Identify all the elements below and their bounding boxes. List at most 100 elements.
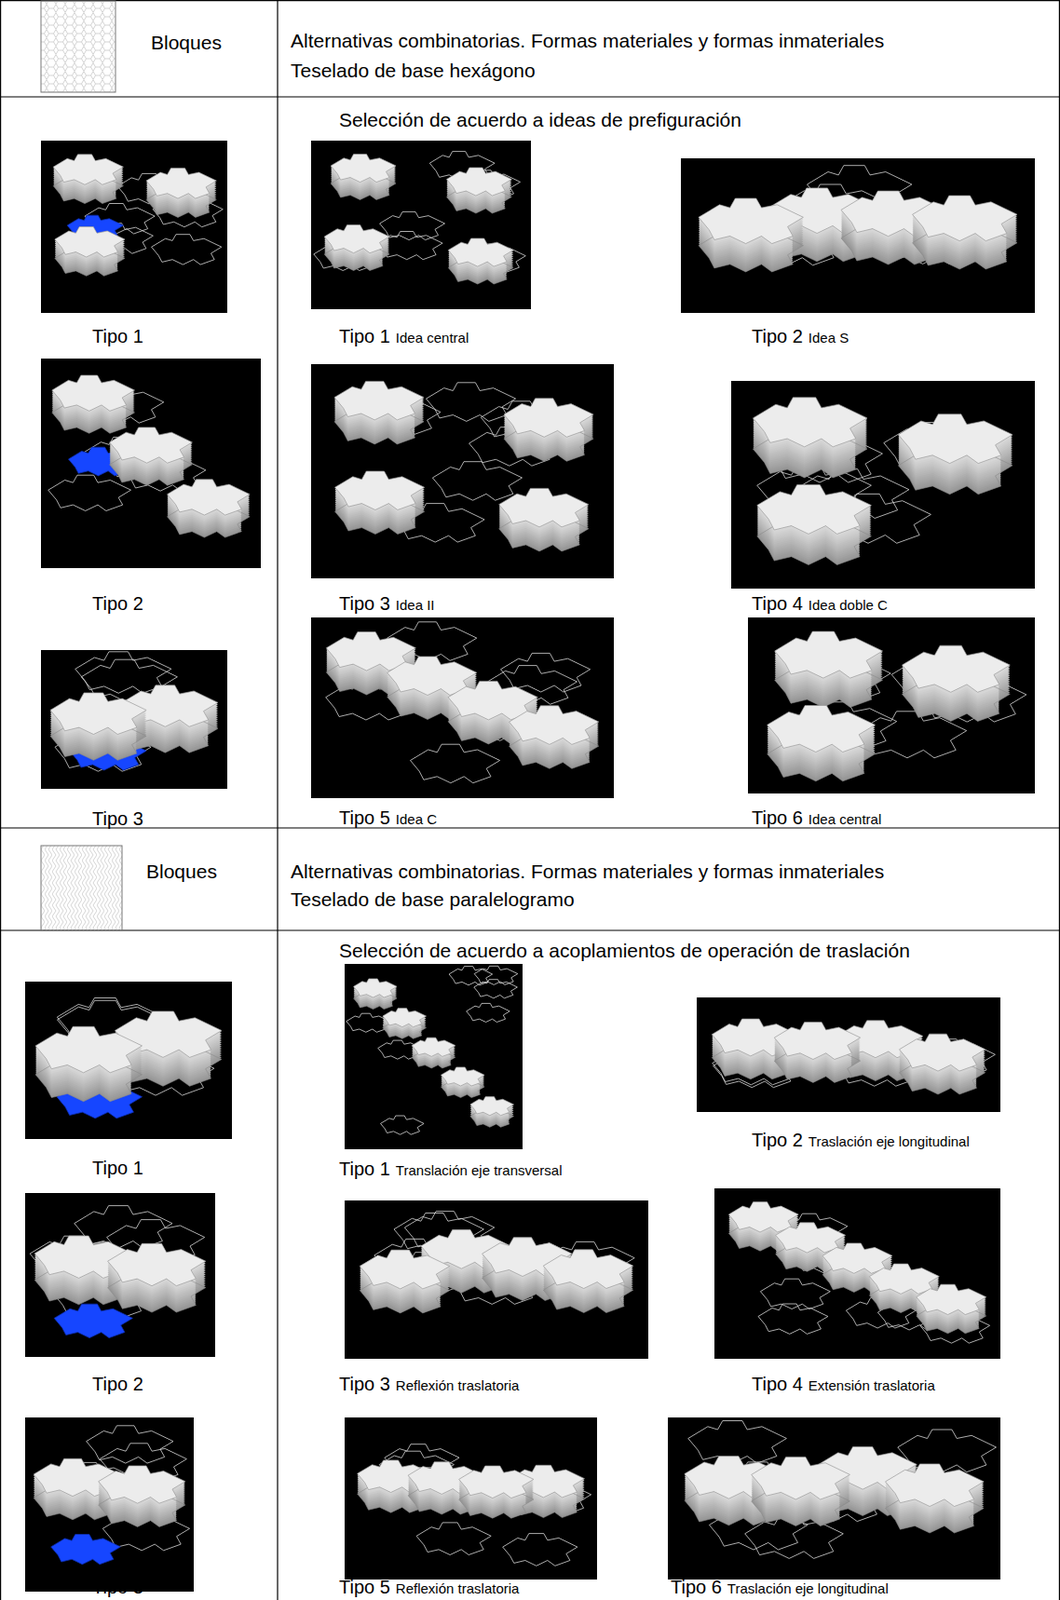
caption: Tipo 3 bbox=[92, 1576, 144, 1599]
block-shape bbox=[35, 1026, 142, 1074]
block-render bbox=[714, 1188, 1001, 1359]
block-shape bbox=[885, 1464, 985, 1508]
block-shape bbox=[448, 966, 493, 986]
caption: Alternativas combinatorias. Formas mater… bbox=[290, 860, 884, 884]
type-label: Tipo 4 bbox=[751, 1373, 803, 1396]
idea-label: Reflexión traslatoria bbox=[395, 1377, 520, 1394]
type-label: Tipo 1 bbox=[92, 1157, 144, 1180]
block-illustration bbox=[40, 650, 228, 789]
pattern-swatch bbox=[40, 845, 123, 931]
block-shape bbox=[330, 154, 396, 183]
header-text: Selección de acuerdo a ideas de prefigur… bbox=[339, 108, 742, 132]
block-render bbox=[25, 981, 232, 1140]
block-shape bbox=[51, 1535, 122, 1565]
block-render bbox=[25, 1193, 216, 1358]
block-illustration bbox=[680, 158, 1035, 313]
block-shape bbox=[108, 1244, 206, 1287]
block-shape bbox=[359, 1250, 449, 1290]
block-shape bbox=[426, 382, 517, 422]
block-shape bbox=[382, 1008, 427, 1028]
block-shape bbox=[441, 1067, 486, 1087]
block-shape bbox=[411, 1037, 456, 1057]
caption: Tipo 1Idea central bbox=[339, 326, 469, 348]
type-label: Tipo 2 bbox=[751, 1129, 803, 1152]
caption: Tipo 2 Traslación eje longitudinal bbox=[751, 1129, 970, 1152]
block-shape bbox=[151, 234, 222, 265]
caption: Tipo 3 bbox=[92, 808, 144, 830]
block-illustration bbox=[714, 1188, 1001, 1359]
block-shape bbox=[912, 195, 1018, 242]
block-shape bbox=[543, 1250, 633, 1290]
caption: Tipo 3Reflexión traslatoria bbox=[339, 1373, 519, 1396]
block-shape bbox=[324, 225, 390, 254]
caption: Teselado de base hexágono bbox=[290, 59, 536, 82]
caption: Tipo 2Idea S bbox=[751, 326, 849, 348]
block-render bbox=[696, 997, 1001, 1113]
block-render bbox=[680, 158, 1035, 313]
type-label: Tipo 6 bbox=[670, 1576, 722, 1599]
block-shape bbox=[543, 1250, 633, 1290]
block-shape bbox=[767, 706, 876, 753]
block-shape bbox=[470, 1097, 515, 1116]
block-shape bbox=[416, 1522, 491, 1556]
block-render bbox=[667, 1417, 1001, 1580]
block-shape bbox=[146, 168, 217, 200]
block-shape bbox=[774, 631, 884, 679]
block-shape bbox=[466, 1003, 511, 1022]
caption: Tipo 1 bbox=[92, 326, 144, 348]
block-shape bbox=[751, 1456, 851, 1500]
block-illustration bbox=[344, 1417, 598, 1580]
caption: Tipo 5Reflexión traslatoria bbox=[339, 1576, 519, 1599]
block-render bbox=[311, 140, 531, 310]
header-text: Alternativas combinatorias. Formas mater… bbox=[290, 29, 884, 53]
block-shape bbox=[359, 1250, 449, 1290]
type-label: Tipo 3 bbox=[339, 1373, 391, 1396]
block-shape bbox=[916, 1284, 987, 1315]
block-shape bbox=[752, 397, 868, 448]
type-label: Tipo 5 bbox=[339, 1576, 391, 1599]
block-shape bbox=[53, 154, 123, 186]
block-render bbox=[40, 358, 261, 569]
block-shape bbox=[353, 978, 398, 998]
type-label: Tipo 2 bbox=[92, 593, 144, 615]
block-shape bbox=[760, 1278, 830, 1309]
block-shape bbox=[109, 427, 193, 463]
caption: Alternativas combinatorias. Formas mater… bbox=[290, 29, 884, 53]
block-shape bbox=[54, 227, 125, 258]
block-render bbox=[40, 650, 228, 789]
block-shape bbox=[54, 1304, 133, 1338]
block-shape bbox=[502, 1534, 578, 1567]
idea-label: Traslación eje longitudinal bbox=[727, 1580, 889, 1597]
header-text: Alternativas combinatorias. Formas mater… bbox=[290, 860, 884, 884]
type-label: Tipo 1 bbox=[339, 1158, 391, 1181]
block-illustration bbox=[311, 364, 614, 579]
block-shape bbox=[698, 198, 803, 245]
type-label: Tipo 6 bbox=[751, 807, 803, 829]
block-shape bbox=[447, 168, 513, 197]
type-label: Tipo 1 bbox=[339, 326, 391, 348]
block-shape bbox=[35, 1027, 142, 1074]
block-shape bbox=[503, 398, 594, 438]
idea-label: Idea S bbox=[808, 329, 849, 346]
block-illustration bbox=[731, 380, 1035, 589]
pattern-swatch bbox=[40, 0, 116, 93]
block-shape bbox=[885, 1464, 985, 1508]
block-shape bbox=[98, 1466, 186, 1504]
block-shape bbox=[53, 154, 123, 186]
block-shape bbox=[470, 1097, 515, 1116]
block-illustration bbox=[40, 358, 261, 569]
caption: Tipo 1Translación eje transversal bbox=[339, 1158, 563, 1181]
block-shape bbox=[334, 380, 424, 421]
block-shape bbox=[448, 239, 514, 268]
idea-label: Idea II bbox=[395, 597, 435, 613]
caption: Tipo 4Extensión traslatoria bbox=[751, 1373, 936, 1396]
block-shape bbox=[757, 485, 872, 535]
block-shape bbox=[459, 1466, 534, 1499]
block-render bbox=[311, 364, 614, 579]
block-render bbox=[344, 1417, 598, 1580]
block-render bbox=[344, 1200, 649, 1359]
caption: Tipo 4Idea doble C bbox=[751, 593, 888, 615]
idea-label: Traslación eje longitudinal bbox=[808, 1133, 970, 1150]
type-label: Tipo 2 bbox=[92, 1373, 144, 1396]
block-shape bbox=[899, 1034, 986, 1073]
